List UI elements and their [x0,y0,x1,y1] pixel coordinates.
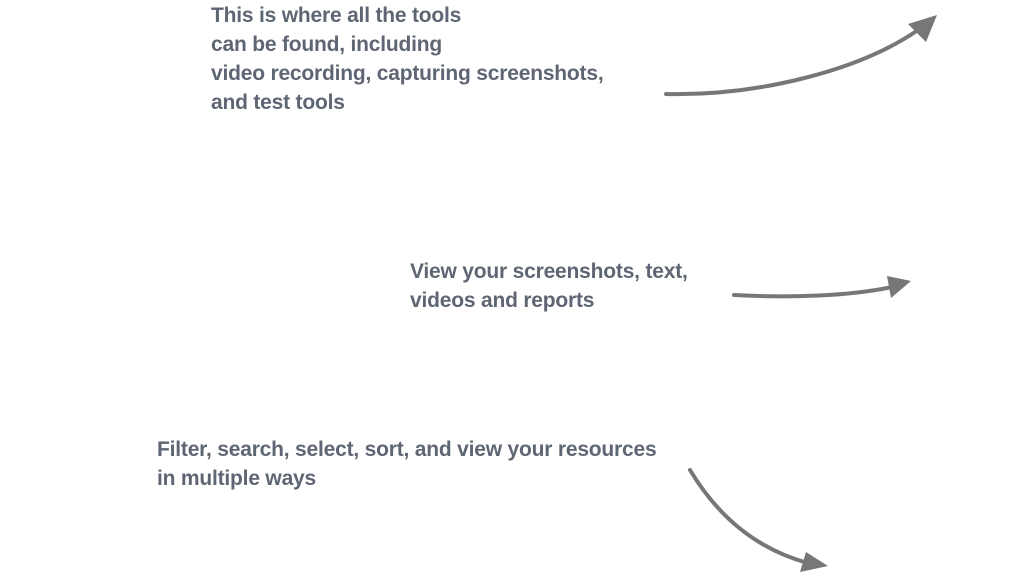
annotation-line: This is where all the tools [211,4,462,27]
annotation-line: can be found, including [211,33,443,56]
arrow-library-icon [732,285,894,299]
tools-annotation: This is where all the tools can be found… [211,1,604,117]
annotation-line: and test tools [211,91,345,114]
filter-annotation: Filter, search, select, sort, and view y… [157,435,657,493]
arrowhead-icon [887,276,911,298]
arrowhead-icon [908,15,937,42]
annotation-line: View your screenshots, text, [410,260,688,283]
arrow-filter-icon [688,468,810,565]
annotation-line: videos and reports [410,289,595,312]
annotation-line: in multiple ways [157,467,317,490]
annotation-line: video recording, capturing screenshots, [211,62,604,85]
arrow-tools-icon [664,28,920,97]
annotation-line: Filter, search, select, sort, and view y… [157,438,657,461]
library-annotation: View your screenshots, text, videos and … [410,257,688,315]
arrowhead-icon [800,552,828,572]
